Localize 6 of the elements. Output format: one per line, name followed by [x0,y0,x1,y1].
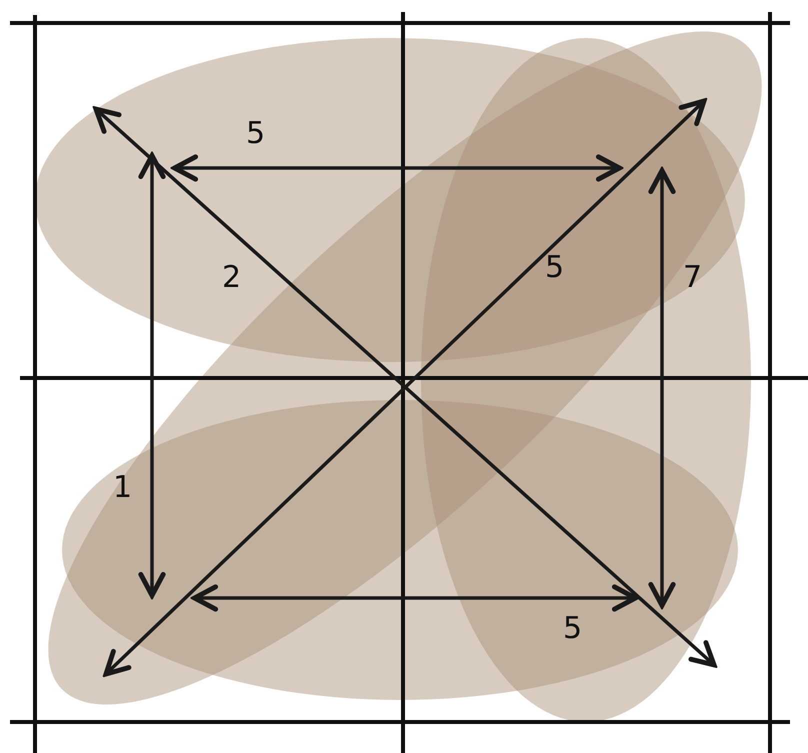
measure-number: 5 [545,252,564,284]
measure-number: 5 [563,613,582,645]
measure-number: 7 [683,262,702,294]
measure-number: 2 [222,262,242,294]
measure-number: 5 [246,118,266,150]
measure-number: 1 [113,472,132,504]
